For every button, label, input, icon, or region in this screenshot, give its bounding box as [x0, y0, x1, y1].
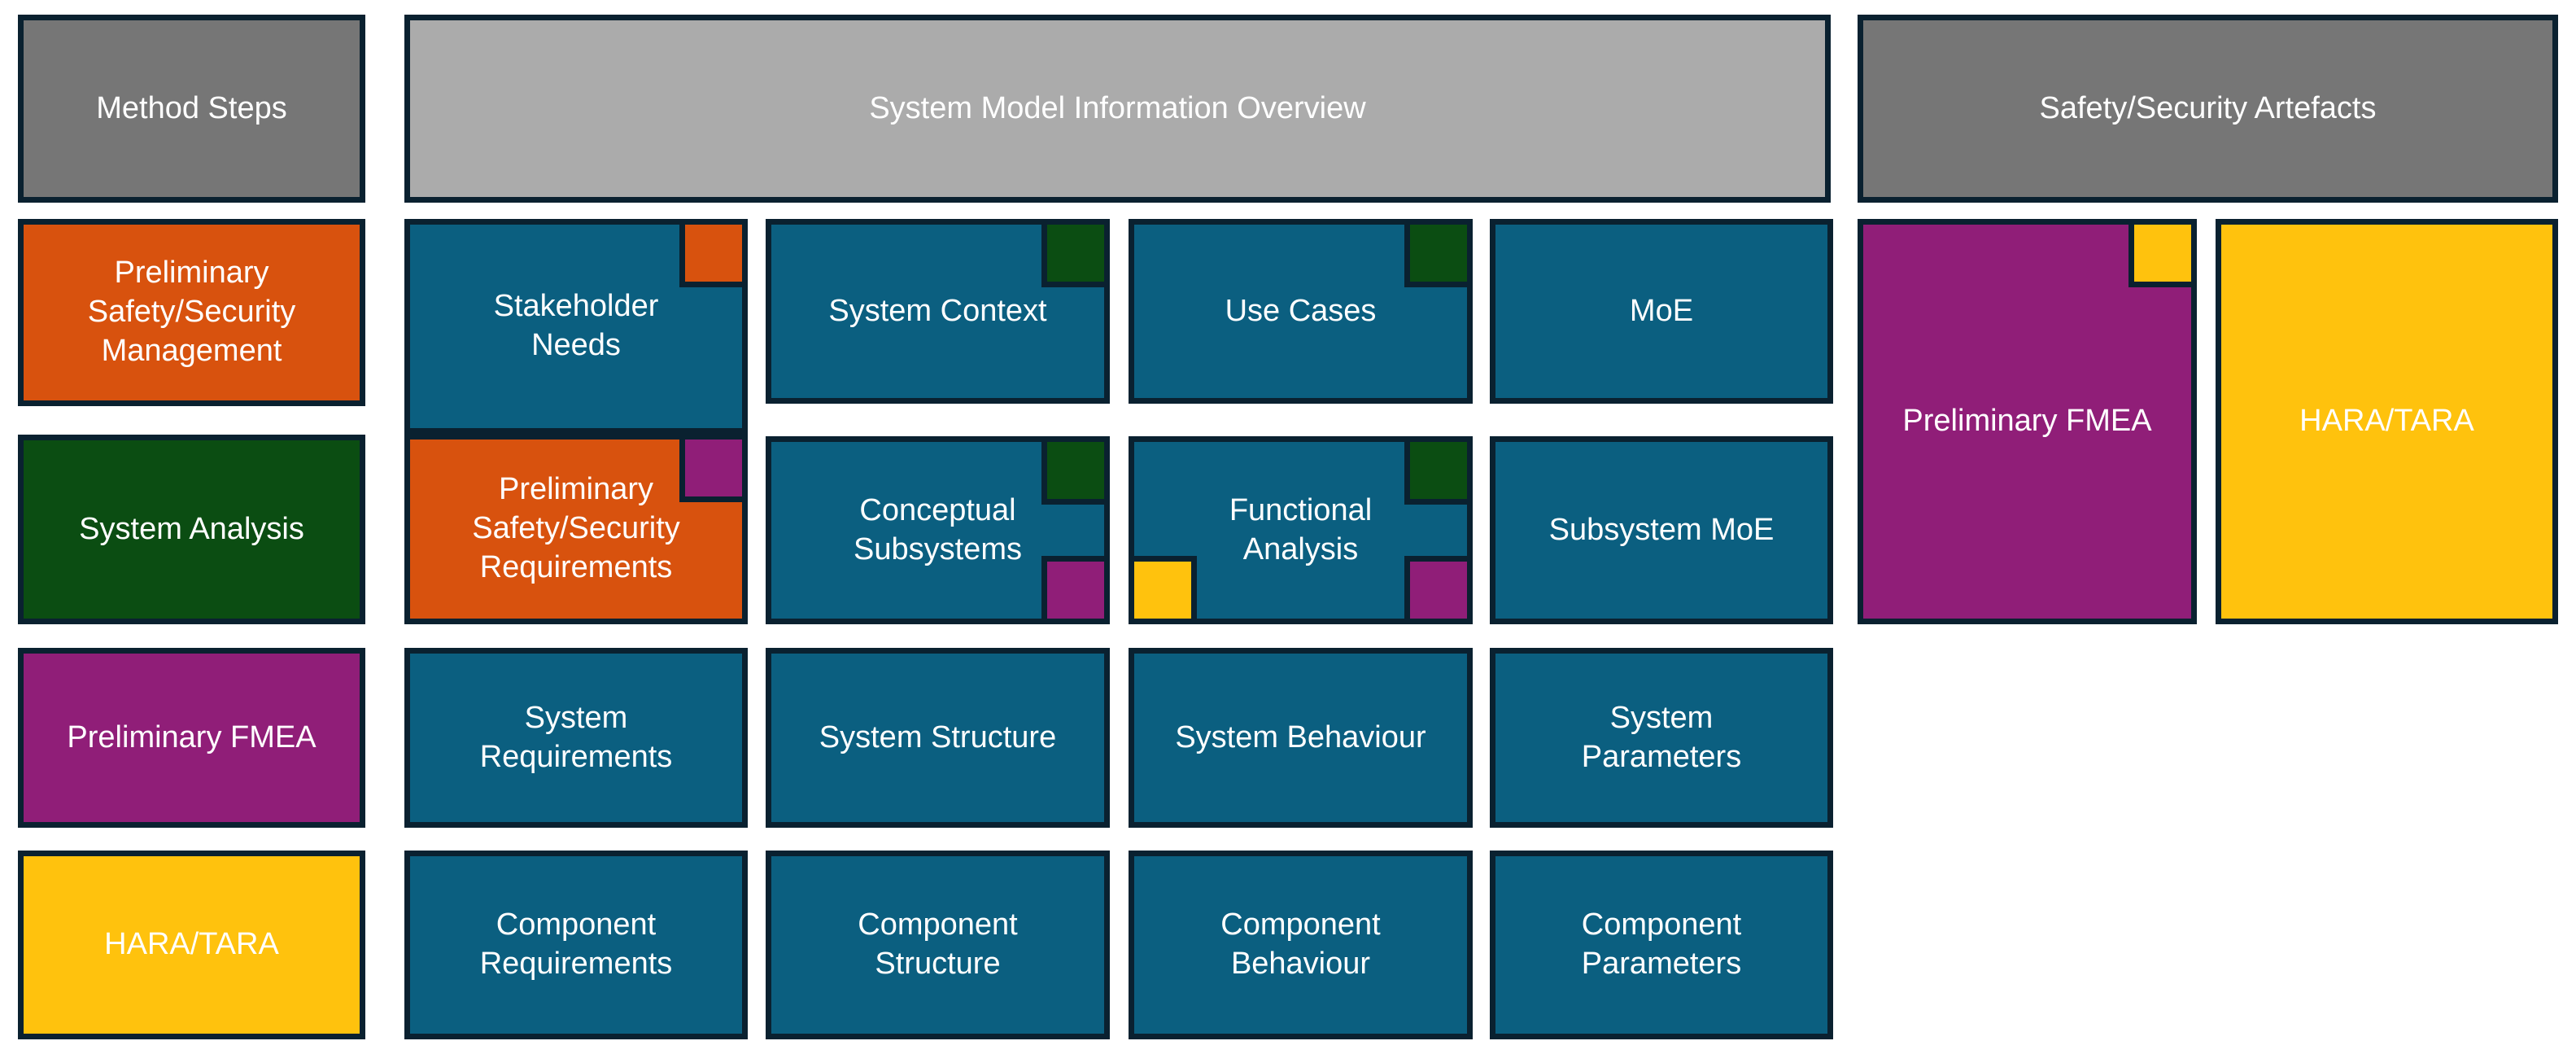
step-label: HARA/TARA [104, 927, 279, 962]
header-system-model-information-overview: System Model Information Overview [404, 15, 1831, 203]
corner-tag-purple [679, 440, 742, 502]
step-label: Preliminary Safety/Security Management [87, 256, 296, 368]
corner-tag-green [1041, 225, 1104, 287]
model-box-label: Component Structure [858, 907, 1018, 981]
artefact-label: HARA/TARA [2299, 404, 2474, 439]
model-use-cases: Use Cases [1129, 219, 1473, 404]
model-box-label: System Parameters [1581, 700, 1742, 774]
step-preliminary-fmea: Preliminary FMEA [18, 648, 365, 828]
artefact-label: Preliminary FMEA [1902, 404, 2152, 439]
artefact-hara-tara: HARA/TARA [2216, 219, 2558, 624]
model-subsystem-moe: Subsystem MoE [1490, 436, 1833, 624]
model-preliminary-safety-security-requirements: Preliminary Safety/Security Requirements [404, 434, 748, 624]
corner-tag-purple [1404, 556, 1467, 619]
model-box-label: Subsystem MoE [1548, 512, 1775, 547]
model-functional-analysis: Functional Analysis [1129, 436, 1473, 624]
model-box-label: Use Cases [1225, 293, 1377, 328]
model-component-parameters: Component Parameters [1490, 851, 1833, 1039]
model-stakeholder-needs: Stakeholder Needs [404, 219, 748, 434]
corner-tag-yellow [1134, 556, 1197, 619]
corner-tag-orange [679, 225, 742, 287]
corner-tag-yellow [2128, 225, 2191, 287]
model-box-label: System Requirements [479, 700, 673, 774]
model-box-label: Stakeholder Needs [493, 289, 659, 362]
step-label: System Analysis [79, 511, 304, 546]
model-box-label: Component Parameters [1581, 907, 1742, 981]
header-safety-security-artefacts: Safety/Security Artefacts [1858, 15, 2558, 203]
step-system-analysis: System Analysis [18, 435, 365, 624]
header-artefacts-label: Safety/Security Artefacts [2039, 90, 2377, 125]
model-component-behaviour: Component Behaviour [1129, 851, 1473, 1039]
corner-tag-green [1404, 442, 1467, 505]
header-overview-label: System Model Information Overview [869, 90, 1366, 125]
model-conceptual-subsystems: Conceptual Subsystems [766, 436, 1110, 624]
model-box-label: System Behaviour [1175, 719, 1426, 754]
step-preliminary-safety-security-management: Preliminary Safety/Security Management [18, 219, 365, 406]
model-system-parameters: System Parameters [1490, 648, 1833, 828]
step-label: Preliminary FMEA [67, 719, 317, 754]
model-box-label: System Structure [819, 719, 1057, 754]
model-system-requirements: System Requirements [404, 648, 748, 828]
model-moe: MoE [1490, 219, 1833, 404]
model-box-label: Component Behaviour [1220, 907, 1381, 981]
model-box-label: Functional Analysis [1229, 492, 1373, 566]
model-box-label: MoE [1629, 293, 1694, 328]
header-method-steps-label: Method Steps [96, 90, 287, 125]
model-system-structure: System Structure [766, 648, 1110, 828]
corner-tag-green [1041, 442, 1104, 505]
header-method-steps: Method Steps [18, 15, 365, 203]
model-box-label: Conceptual Subsystems [854, 492, 1022, 566]
model-box-label: System Context [828, 293, 1047, 328]
corner-tag-purple [1041, 556, 1104, 619]
model-box-label: Preliminary Safety/Security Requirements [472, 472, 680, 584]
model-system-behaviour: System Behaviour [1129, 648, 1473, 828]
model-system-context: System Context [766, 219, 1110, 404]
model-box-label: Component Requirements [479, 907, 673, 981]
model-component-structure: Component Structure [766, 851, 1110, 1039]
corner-tag-green [1404, 225, 1467, 287]
model-component-requirements: Component Requirements [404, 851, 748, 1039]
step-hara-tara: HARA/TARA [18, 851, 365, 1039]
artefact-preliminary-fmea: Preliminary FMEA [1858, 219, 2197, 624]
